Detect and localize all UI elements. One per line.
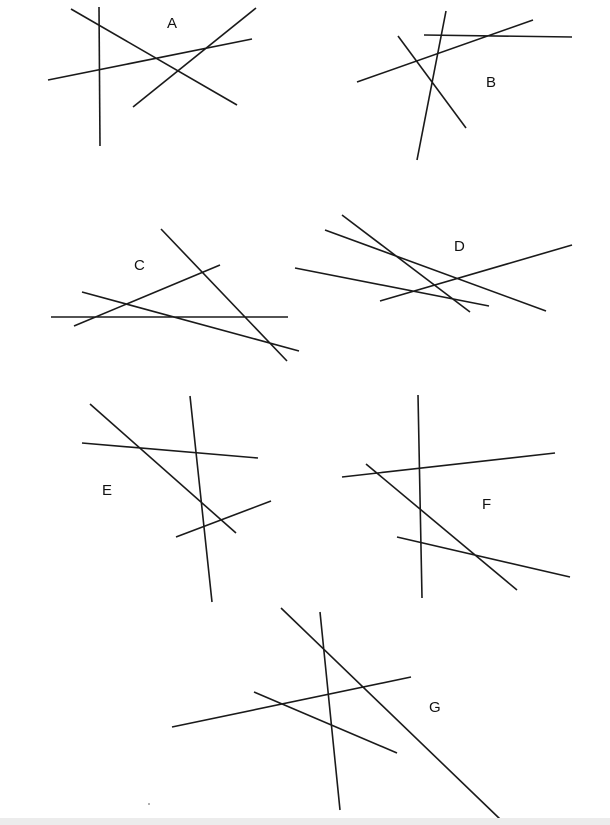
figure-a: A — [47, 6, 257, 147]
figure-c-label: C — [134, 257, 145, 274]
page-bottom-edge — [0, 818, 610, 825]
figure-b: B — [356, 10, 573, 161]
figure-e-line-1 — [89, 403, 237, 534]
figure-d: D — [294, 214, 573, 313]
figure-b-line-1 — [416, 10, 447, 161]
figure-g-line-3 — [171, 676, 412, 728]
figure-d-line-3 — [294, 267, 490, 307]
figure-b-line-2 — [397, 35, 467, 129]
figure-a-line-3 — [47, 38, 253, 81]
figure-g-line-2 — [319, 611, 341, 811]
figure-a-line-1 — [98, 6, 101, 147]
figure-d-line-4 — [379, 244, 573, 302]
figure-c-line-4 — [160, 228, 288, 362]
figure-f-line-4 — [396, 536, 571, 578]
figure-d-line-2 — [324, 229, 547, 312]
figure-a-label: A — [167, 15, 177, 32]
figure-f-line-2 — [341, 452, 556, 478]
figure-g: G — [171, 607, 502, 821]
figure-c-line-3 — [73, 264, 221, 327]
figure-f-label: F — [482, 496, 491, 513]
figure-g-line-1 — [280, 607, 502, 821]
figure-b-label: B — [486, 74, 496, 91]
figure-e-label: E — [102, 482, 112, 499]
figure-g-label: G — [429, 699, 441, 716]
figure-e-line-3 — [81, 442, 259, 459]
figure-c: C — [51, 228, 300, 362]
figure-b-line-3 — [356, 19, 534, 83]
figure-b-line-4 — [423, 34, 573, 38]
figure-f: F — [341, 394, 571, 599]
figure-a-line-2 — [70, 8, 238, 106]
figure-a-line-4 — [132, 7, 257, 108]
figure-f-line-1 — [417, 394, 423, 599]
figure-e: E — [81, 395, 272, 603]
figure-c-line-2 — [81, 291, 300, 352]
figure-f-line-3 — [365, 463, 518, 591]
figure-g-line-4 — [253, 691, 398, 754]
figure-d-label: D — [454, 238, 465, 255]
figure-e-line-4 — [175, 500, 272, 538]
figure-d-line-1 — [341, 214, 471, 313]
stray-dot — [148, 803, 150, 805]
figure-e-line-2 — [189, 395, 213, 603]
